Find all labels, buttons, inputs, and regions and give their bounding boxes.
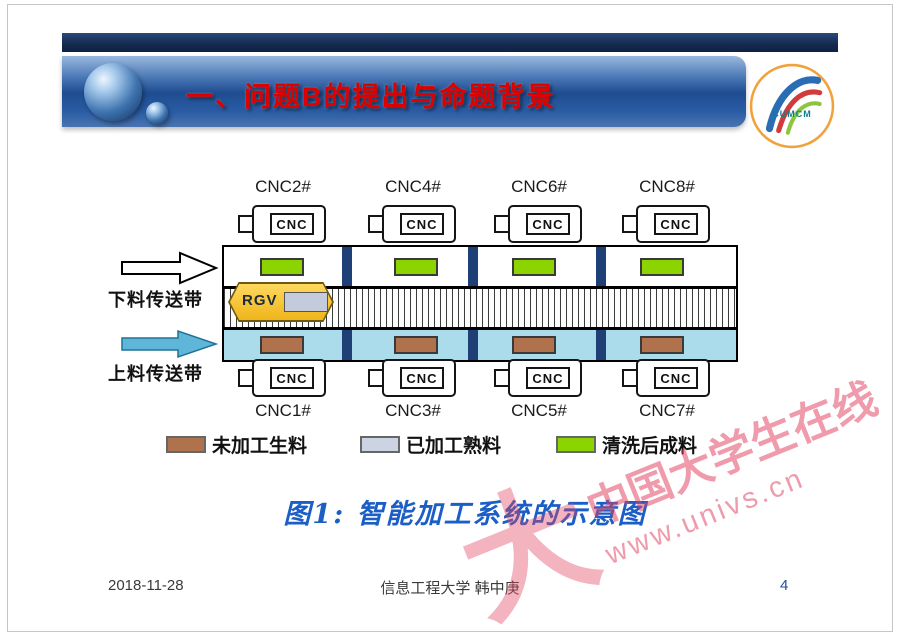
footer-page-number: 4	[780, 577, 789, 594]
cnc3-label: CNC3#	[385, 401, 441, 420]
unload-conveyor	[222, 245, 738, 288]
load-conveyor-label: 上料传送带	[108, 364, 203, 384]
conveyor-separator	[596, 330, 606, 360]
cnc-machine-top: CNC	[494, 203, 584, 245]
cnc-machine-bottom: CNC	[368, 357, 458, 399]
rgv-pallet	[284, 292, 328, 312]
raw-part-block	[394, 336, 438, 354]
footer-date: 2018-11-28	[108, 577, 184, 594]
header-top-bar	[62, 33, 838, 52]
cumcm-logo: CUMCM	[749, 63, 835, 149]
raw-part-block	[512, 336, 556, 354]
load-conveyor	[222, 328, 738, 362]
cnc2-label: CNC2#	[255, 177, 311, 196]
raw-part-block	[260, 336, 304, 354]
rgv-label: RGV	[242, 292, 278, 309]
cnc-machine-bottom: CNC	[238, 357, 328, 399]
cnc1-label: CNC1#	[255, 401, 311, 420]
conveyor-separator	[596, 247, 606, 286]
cnc-machine-bottom: CNC	[494, 357, 584, 399]
raw-part-block	[640, 336, 684, 354]
machine-label: CNC	[526, 367, 570, 389]
finished-part-block	[394, 258, 438, 276]
machine-label: CNC	[654, 213, 698, 235]
logo-swoosh-icon	[749, 63, 835, 149]
machine-label: CNC	[526, 213, 570, 235]
cnc8-label: CNC8#	[639, 177, 695, 196]
machine-label: CNC	[400, 213, 444, 235]
machine-label: CNC	[270, 367, 314, 389]
cnc4-label: CNC4#	[385, 177, 441, 196]
finished-part-block	[260, 258, 304, 276]
cnc6-label: CNC6#	[511, 177, 567, 196]
machine-label: CNC	[270, 213, 314, 235]
legend-label-raw: 未加工生料	[212, 436, 308, 457]
footer-affiliation: 信息工程大学 韩中庚	[380, 580, 520, 597]
finished-part-block	[640, 258, 684, 276]
unload-direction-arrow-icon	[121, 251, 219, 285]
logo-text: CUMCM	[772, 109, 812, 119]
legend-swatch-cleaned	[556, 436, 596, 453]
unload-conveyor-label: 下料传送带	[108, 290, 203, 310]
page-title: 一、问题B的提出与命题背景	[186, 82, 556, 112]
cnc-machine-top: CNC	[238, 203, 328, 245]
conveyor-separator	[342, 330, 352, 360]
cnc-machine-top: CNC	[622, 203, 712, 245]
legend-swatch-processed	[360, 436, 400, 453]
sphere-small-icon	[146, 102, 168, 124]
cnc-machine-bottom: CNC	[622, 357, 712, 399]
cnc7-label: CNC7#	[639, 401, 695, 420]
machine-label: CNC	[654, 367, 698, 389]
header-band	[62, 56, 746, 127]
legend-label-cleaned: 清洗后成料	[602, 436, 698, 457]
sphere-icon	[84, 63, 142, 121]
machine-label: CNC	[400, 367, 444, 389]
cnc5-label: CNC5#	[511, 401, 567, 420]
legend-swatch-raw	[166, 436, 206, 453]
cnc-machine-top: CNC	[368, 203, 458, 245]
figure-caption: 图1: 智能加工系统的示意图	[283, 499, 647, 530]
conveyor-separator	[468, 247, 478, 286]
load-direction-arrow-icon	[121, 329, 219, 359]
legend-label-processed: 已加工熟料	[406, 436, 502, 457]
finished-part-block	[512, 258, 556, 276]
conveyor-separator	[342, 247, 352, 286]
conveyor-separator	[468, 330, 478, 360]
